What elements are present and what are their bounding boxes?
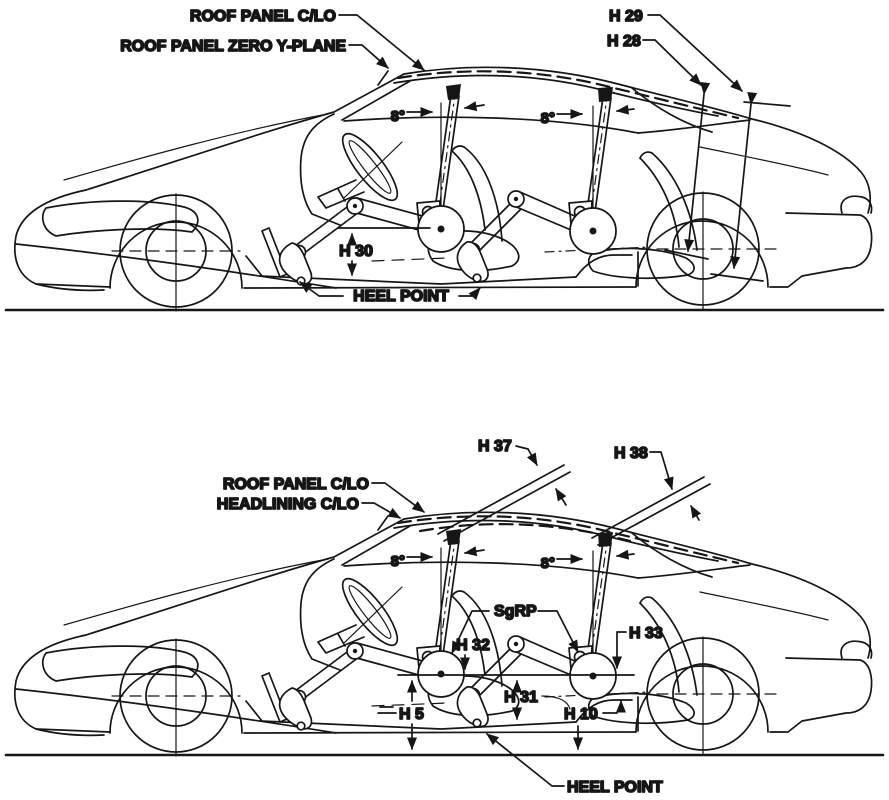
h29-top-tick [743, 101, 791, 107]
bottom-diagram: ROOF PANEL C/LO HEADLINING C/LO H 37 H 3… [4, 437, 885, 797]
top-annotations: ROOF PANEL C/LO ROOF PANEL ZERO Y-PLANE … [119, 7, 791, 306]
h37-diagonal-1 [437, 464, 565, 535]
h28-bottom-tick [664, 249, 709, 260]
sgrp-leader-rear [537, 610, 579, 653]
car-side-view-bottom [4, 510, 885, 758]
h28-dimension-line [684, 82, 711, 252]
h38-arrow-lower [690, 505, 702, 521]
label-h28: H 28 [607, 33, 641, 50]
sgrp-leader-front [451, 610, 490, 654]
label-roof-panel-clo-top: ROOF PANEL C/LO [190, 8, 336, 25]
label-sgrp: SgRP [494, 603, 537, 620]
h5-dashes [377, 706, 397, 714]
top-diagram: ROOF PANEL C/LO ROOF PANEL ZERO Y-PLANE … [4, 7, 885, 313]
angle-rear-arrow-right [616, 104, 635, 115]
label-h37: H 37 [478, 438, 512, 455]
heel-point-leader-bottom [486, 733, 565, 787]
label-angle-rear-bottom: 8° [541, 555, 555, 572]
label-h30: H 30 [339, 243, 373, 260]
label-heel-point-bottom: HEEL POINT [567, 779, 663, 796]
label-angle-front-top: 8° [391, 108, 405, 125]
h29-bottom-tick [710, 273, 764, 282]
angle-front-arrow-right-b [464, 546, 485, 557]
label-roof-panel-clo-bottom: ROOF PANEL C/LO [223, 476, 369, 493]
leader-roof-panel-clo-top [338, 14, 425, 71]
label-h33: H 33 [629, 625, 663, 642]
label-heel-point-top: HEEL POINT [353, 288, 449, 305]
h37-arrow-lower [555, 488, 567, 506]
leader-h28 [642, 39, 702, 86]
h33-bracket-arrow [612, 631, 627, 669]
label-h5: H 5 [399, 706, 424, 723]
h38-diagonal-2 [597, 483, 711, 546]
angle-front-arrow-right [464, 101, 485, 112]
h31-squiggle-leader [541, 695, 571, 710]
heel-point-leader-left [299, 281, 344, 297]
label-h32: H 32 [456, 637, 490, 654]
leader-h29 [647, 14, 743, 92]
label-headlining-clo: HEADLINING C/LO [217, 496, 359, 513]
h38-diagonal-1 [591, 476, 705, 539]
h38-leader [649, 451, 674, 490]
label-h31: H 31 [504, 689, 538, 706]
leader-roof-panel-clo-bottom [371, 482, 425, 513]
h37-diagonal-2 [443, 471, 571, 542]
angle-rear-arrow-right-b [616, 549, 635, 560]
label-angle-front-bottom: 8° [391, 553, 405, 570]
h37-leader [515, 445, 538, 466]
label-h38: H 38 [614, 445, 648, 462]
bottom-annotations: ROOF PANEL C/LO HEADLINING C/LO H 37 H 3… [216, 437, 711, 797]
label-angle-rear-top: 8° [541, 110, 555, 127]
h29-dimension-line [730, 92, 758, 269]
label-h29: H 29 [609, 8, 643, 25]
label-roof-panel-zero-y-plane: ROOF PANEL ZERO Y-PLANE [120, 38, 346, 55]
leader-headlining-clo [361, 502, 401, 519]
label-h10: H 10 [564, 706, 598, 723]
headlining-clo-dashed [418, 523, 632, 543]
heel-point-leader-right [458, 287, 481, 300]
leader-roof-panel-zero-y-plane [348, 44, 389, 69]
